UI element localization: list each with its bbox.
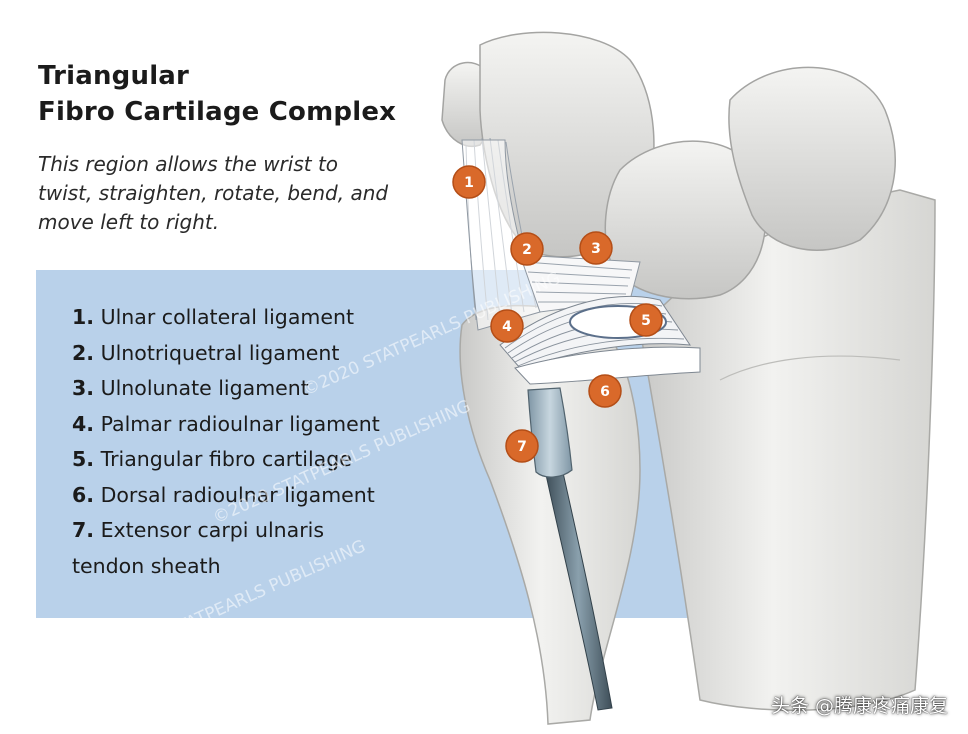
tendon-sheath [527, 387, 573, 478]
dorsal-radioulnar-ligament [514, 346, 701, 385]
legend-item-6: 6. Dorsal radioulnar ligament [72, 482, 375, 507]
marker-4: 4 [490, 309, 524, 343]
svg-text:7: 7 [517, 439, 527, 455]
svg-text:1: 1 [464, 175, 474, 191]
description: This region allows the wrist to twist, s… [38, 152, 389, 234]
marker-2: 2 [510, 232, 544, 266]
svg-text:5: 5 [641, 313, 651, 329]
marker-7: 7 [505, 429, 539, 463]
legend-item-1: 1. Ulnar collateral ligament [72, 305, 354, 329]
extensor-carpi-ulnaris-tendon [544, 467, 613, 711]
title-line-2: Fibro Cartilage Complex [38, 97, 397, 127]
svg-text:4: 4 [502, 319, 512, 335]
legend-item-3: 3. Ulnolunate ligament [72, 376, 309, 400]
scaphoid-bone [728, 66, 896, 251]
title-line-1: Triangular [38, 61, 190, 91]
svg-text:3: 3 [591, 241, 601, 257]
marker-1: 1 [452, 165, 486, 199]
marker-6: 6 [588, 374, 622, 408]
marker-3: 3 [579, 231, 613, 265]
legend-item-7-cont: tendon sheath [72, 553, 221, 578]
legend-item-2: 2. Ulnotriquetral ligament [72, 340, 340, 365]
marker-5: 5 [629, 303, 663, 337]
legend-list: 1. Ulnar collateral ligament 2. Ulnotriq… [72, 300, 452, 584]
diagram-title: Triangular Fibro Cartilage Complex [38, 58, 396, 130]
legend-item-4: 4. Palmar radioulnar ligament [72, 411, 380, 436]
legend-item-7: 7. Extensor carpi ulnaris [72, 518, 325, 542]
svg-text:6: 6 [600, 384, 610, 400]
svg-text:2: 2 [522, 242, 532, 258]
legend-item-5: 5. Triangular fibro cartilage [72, 447, 352, 471]
source-credit: 头条 @腾康疼痛康复 [770, 695, 948, 717]
